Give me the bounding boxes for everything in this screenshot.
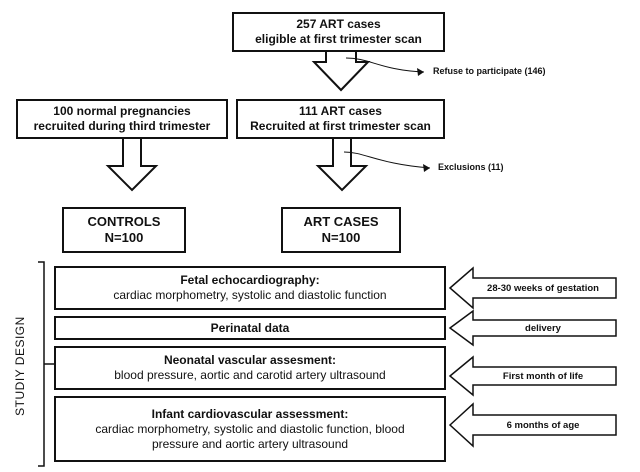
exclusions-arrow xyxy=(343,151,431,169)
study-design-label: STUDIY DESIGN xyxy=(6,266,34,466)
design-row-neonatal: Neonatal vascular assesment: blood press… xyxy=(54,346,446,390)
exclusions-note: Exclusions (11) xyxy=(438,162,504,172)
down-arrow-normal-to-controls xyxy=(105,136,159,192)
controls-line2: N=100 xyxy=(104,230,144,245)
normal-line1: 100 normal pregnancies xyxy=(53,104,191,118)
design-row-body: pressure and aortic artery ultrasound xyxy=(151,436,349,451)
normal-pregnancies-box: 100 normal pregnancies recruited during … xyxy=(16,99,228,139)
down-arrow-recruited-to-art-cases xyxy=(315,136,369,192)
design-row-perinatal: Perinatal data xyxy=(54,316,446,340)
down-arrow-eligible-to-recruited xyxy=(311,49,371,92)
timing-label-2: delivery xyxy=(525,322,561,334)
eligible-line1: 257 ART cases xyxy=(296,17,381,31)
design-row-title: Neonatal vascular assesment: xyxy=(163,353,337,367)
eligible-line2: eligible at first trimester scan xyxy=(255,32,422,46)
refuse-note: Refuse to participate (146) xyxy=(433,66,546,76)
art-cases-box: ART CASES N=100 xyxy=(281,207,401,253)
refuse-arrowhead xyxy=(417,68,424,76)
timing-arrow-4 xyxy=(448,402,617,448)
art-recruited-box: 111 ART cases Recruited at first trimest… xyxy=(236,99,445,139)
refuse-arrow xyxy=(345,57,425,73)
design-row-title: Perinatal data xyxy=(210,320,290,335)
design-row-body: blood pressure, aortic and carotid arter… xyxy=(114,368,386,382)
design-row-infant: Infant cardiovascular assessment: cardia… xyxy=(54,396,446,462)
timing-arrow-2 xyxy=(448,309,617,347)
design-row-body: cardiac morphometry, systolic and diasto… xyxy=(113,288,387,302)
timing-label-4: 6 months of age xyxy=(506,419,580,431)
art-cases-line2: N=100 xyxy=(321,230,361,245)
art-cases-line1: ART CASES xyxy=(303,213,379,229)
art-recruited-line2: Recruited at first trimester scan xyxy=(250,119,431,133)
normal-line2: recruited during third trimester xyxy=(33,119,211,133)
timing-arrow-3 xyxy=(448,355,617,397)
timing-label-3: First month of life xyxy=(502,370,584,382)
eligible-box: 257 ART cases eligible at first trimeste… xyxy=(232,12,445,52)
controls-box: CONTROLS N=100 xyxy=(62,207,186,253)
design-row-title: Infant cardiovascular assessment: xyxy=(151,406,349,421)
controls-line1: CONTROLS xyxy=(87,213,161,229)
study-design-bracket xyxy=(38,261,45,467)
timing-label-1: 28-30 weeks of gestation xyxy=(487,282,599,294)
timing-arrow-1 xyxy=(448,266,617,310)
design-row-title: Fetal echocardiography: xyxy=(180,273,320,287)
design-row-body: cardiac morphometry, systolic and diasto… xyxy=(95,421,405,436)
exclusions-arrowhead xyxy=(423,164,430,172)
study-design-text: STUDIY DESIGN xyxy=(13,316,28,416)
art-recruited-line1: 111 ART cases xyxy=(299,104,382,118)
design-row-fetal-echo: Fetal echocardiography: cardiac morphome… xyxy=(54,266,446,310)
